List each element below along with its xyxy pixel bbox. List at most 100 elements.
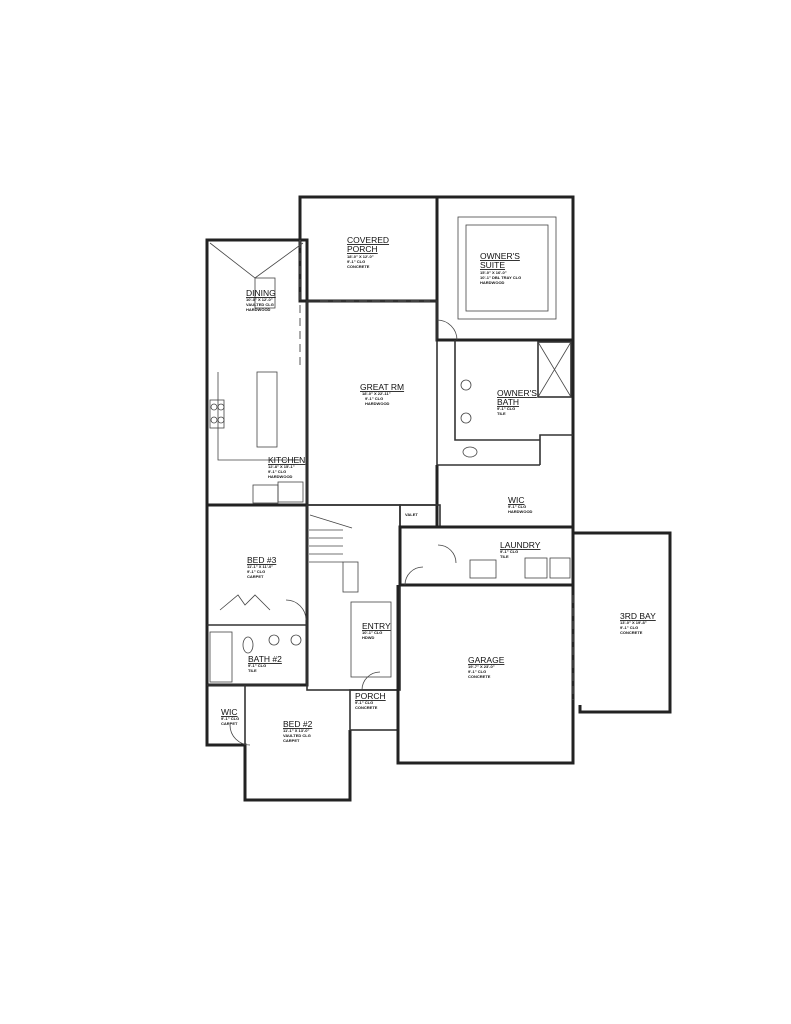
svg-text:9'-1" CLG: 9'-1" CLG: [347, 259, 365, 264]
label-porch: PORCH 9'-1" CLG CONCRETE: [355, 691, 386, 710]
svg-text:9'-1" CLG: 9'-1" CLG: [508, 504, 526, 509]
svg-text:TILE: TILE: [497, 411, 506, 416]
label-owners-bath: OWNER'S BATH 9'-1" CLG TILE: [497, 388, 537, 416]
front-door: [361, 671, 381, 691]
svg-text:CARPET: CARPET: [221, 721, 238, 726]
sink: [268, 634, 280, 646]
label-third-bay: 3RD BAY 13'-0" X 19'-8" 9'-1" CLG CONCRE…: [620, 611, 656, 635]
dryer: [549, 557, 571, 579]
bed2-outline: [205, 685, 352, 802]
svg-text:OWNER'S: OWNER'S: [497, 388, 537, 398]
svg-text:BATH: BATH: [497, 397, 519, 407]
svg-text:LAUNDRY: LAUNDRY: [500, 540, 541, 550]
svg-text:SUITE: SUITE: [480, 260, 505, 270]
door-swing: [229, 724, 251, 746]
svg-text:GARAGE: GARAGE: [468, 655, 505, 665]
svg-text:HARDWOOD: HARDWOOD: [480, 280, 505, 285]
laundry-sink: [469, 559, 497, 579]
svg-text:HARDWOOD: HARDWOOD: [365, 401, 390, 406]
walls: [205, 195, 672, 802]
svg-text:CONCRETE: CONCRETE: [620, 630, 643, 635]
svg-text:10'-0" X 12'-0": 10'-0" X 12'-0": [246, 297, 273, 302]
svg-text:COVERED: COVERED: [347, 235, 389, 245]
label-great-rm: GREAT RM 18'-0" X 22'-11" 9'-1" CLG HARD…: [360, 382, 404, 406]
svg-text:9'-1" CLG: 9'-1" CLG: [497, 406, 515, 411]
label-laundry: LAUNDRY 9'-1" CLG TILE: [500, 540, 541, 559]
door-swing: [285, 599, 307, 621]
svg-text:GREAT RM: GREAT RM: [360, 382, 404, 392]
label-bath2: BATH #2 9'-1" CLG TILE: [248, 654, 282, 673]
tray-ceiling: [457, 216, 557, 320]
svg-text:KITCHEN: KITCHEN: [268, 455, 305, 465]
svg-text:12'-8" X 15'-1": 12'-8" X 15'-1": [268, 464, 295, 469]
closet-doors: [219, 594, 271, 611]
sink: [460, 379, 472, 391]
svg-text:9'-1" CLG: 9'-1" CLG: [355, 700, 373, 705]
svg-text:10'-1" DBL TRAY CLG: 10'-1" DBL TRAY CLG: [480, 275, 521, 280]
door-swing: [436, 319, 458, 341]
svg-text:9'-1" CLG: 9'-1" CLG: [248, 663, 266, 668]
svg-text:CARPET: CARPET: [247, 574, 264, 579]
svg-text:9'-1" CLG: 9'-1" CLG: [268, 469, 286, 474]
stairs: [309, 514, 359, 593]
refrigerator: [277, 481, 304, 503]
svg-text:9'-1" CLG: 9'-1" CLG: [247, 569, 265, 574]
svg-text:TILE: TILE: [248, 668, 257, 673]
svg-text:ENTRY: ENTRY: [362, 621, 391, 631]
laundry-outline: [398, 525, 575, 587]
svg-text:CONCRETE: CONCRETE: [468, 674, 491, 679]
svg-text:18'-0" X 22'-11": 18'-0" X 22'-11": [362, 391, 391, 396]
shower: [537, 341, 572, 398]
svg-text:HARDWOOD: HARDWOOD: [246, 307, 271, 312]
kitchen-fixtures: [209, 371, 304, 504]
svg-text:OWNER'S: OWNER'S: [480, 251, 520, 261]
label-covered-porch: COVERED PORCH 18'-0" X 12'-0" 9'-1" CLG …: [347, 235, 389, 269]
stair-hall-outline: [306, 504, 401, 691]
svg-text:HARDWOOD: HARDWOOD: [268, 474, 293, 479]
owners-bath-outline: [435, 338, 575, 529]
label-wic-bed2: WIC 9'-1" CLG CARPET: [221, 707, 239, 726]
toilet: [242, 636, 254, 654]
label-entry: ENTRY 10'-1" CLG HDWD: [362, 621, 391, 640]
svg-text:19'-7" X 23'-0": 19'-7" X 23'-0": [468, 664, 495, 669]
svg-text:11'-1" X 11'-0": 11'-1" X 11'-0": [247, 564, 273, 569]
svg-text:BATH #2: BATH #2: [248, 654, 282, 664]
cooktop: [209, 399, 225, 429]
svg-text:13'-0" X 19'-8": 13'-0" X 19'-8": [620, 620, 647, 625]
svg-text:VAULTED CLG: VAULTED CLG: [246, 302, 274, 307]
label-valet: VALET: [405, 512, 418, 517]
room-labels: COVERED PORCH 18'-0" X 12'-0" 9'-1" CLG …: [221, 235, 656, 743]
svg-text:3RD BAY: 3RD BAY: [620, 611, 656, 621]
svg-text:15'-0" X 16'-0": 15'-0" X 16'-0": [480, 270, 507, 275]
label-bed3: BED #3 11'-1" X 11'-0" 9'-1" CLG CARPET: [247, 555, 277, 579]
svg-text:9'-1" CLG: 9'-1" CLG: [365, 396, 383, 401]
svg-text:VAULTED CLG: VAULTED CLG: [283, 733, 311, 738]
label-owners-suite: OWNER'S SUITE 15'-0" X 16'-0" 10'-1" DBL…: [480, 251, 521, 285]
svg-text:WIC: WIC: [221, 707, 238, 717]
svg-text:9'-1" CLG: 9'-1" CLG: [221, 716, 239, 721]
sink: [460, 412, 472, 424]
door-swing: [437, 544, 457, 564]
svg-text:TILE: TILE: [500, 554, 509, 559]
svg-text:HARDWOOD: HARDWOOD: [508, 509, 533, 514]
label-dining: DINING 10'-0" X 12'-0" VAULTED CLG HARDW…: [246, 288, 276, 312]
bathtub: [209, 631, 233, 683]
svg-text:9'-1" CLG: 9'-1" CLG: [620, 625, 638, 630]
svg-text:WIC: WIC: [508, 495, 525, 505]
svg-text:DINING: DINING: [246, 288, 276, 298]
svg-text:10'-1" CLG: 10'-1" CLG: [362, 630, 382, 635]
svg-text:HDWD: HDWD: [362, 635, 375, 640]
entry-rug: [350, 601, 392, 678]
toilet: [462, 446, 478, 458]
sink: [290, 634, 302, 646]
svg-text:18'-0" X 12'-0": 18'-0" X 12'-0": [347, 254, 374, 259]
svg-text:PORCH: PORCH: [347, 244, 378, 254]
label-garage: GARAGE 19'-7" X 23'-0" 9'-1" CLG CONCRET…: [468, 655, 505, 679]
third-bay-outline: [573, 531, 672, 714]
svg-text:9'-1" CLG: 9'-1" CLG: [500, 549, 518, 554]
svg-text:PORCH: PORCH: [355, 691, 386, 701]
svg-text:CONCRETE: CONCRETE: [355, 705, 378, 710]
washer: [524, 557, 548, 579]
svg-text:CARPET: CARPET: [283, 738, 300, 743]
